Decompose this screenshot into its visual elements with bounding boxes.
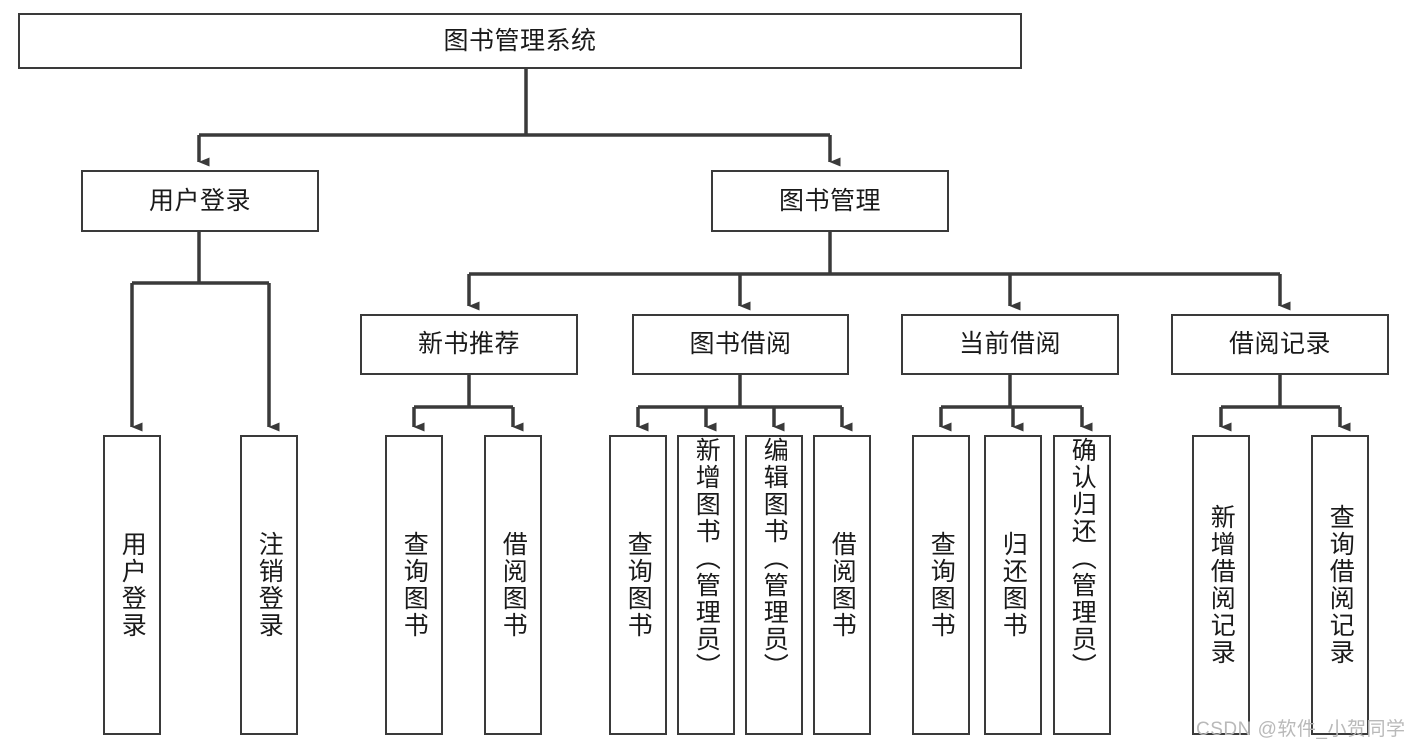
node-leaf-query-book-1[interactable]: 查询图书 <box>385 435 443 735</box>
node-leaf-add-borrow-record-label: 新增借阅记录 <box>1207 504 1236 666</box>
node-new-book-recommend-label: 新书推荐 <box>417 330 520 359</box>
node-leaf-add-book-admin[interactable]: 新增图书（管理员） <box>677 435 735 735</box>
node-leaf-query-book-3-label: 查询图书 <box>927 531 956 639</box>
node-book-borrow[interactable]: 图书借阅 <box>632 314 849 375</box>
node-borrow-record-label: 借阅记录 <box>1228 330 1331 359</box>
watermark: CSDN @软件_小贺同学 <box>1196 719 1405 740</box>
node-leaf-query-book-2-label: 查询图书 <box>624 531 653 639</box>
node-leaf-add-borrow-record[interactable]: 新增借阅记录 <box>1192 435 1250 735</box>
node-current-borrow-label: 当前借阅 <box>958 330 1061 359</box>
node-leaf-query-borrow-record[interactable]: 查询借阅记录 <box>1311 435 1369 735</box>
node-leaf-borrow-book-1[interactable]: 借阅图书 <box>484 435 542 735</box>
node-user-login-label: 用户登录 <box>148 186 251 215</box>
node-leaf-add-book-admin-label: 新增图书（管理员） <box>692 437 721 680</box>
node-leaf-user-login-label: 用户登录 <box>118 531 147 639</box>
node-leaf-logout-login-label: 注销登录 <box>255 531 284 639</box>
node-leaf-borrow-book-2-label: 借阅图书 <box>828 531 857 639</box>
node-leaf-query-borrow-record-label: 查询借阅记录 <box>1326 504 1355 666</box>
node-leaf-query-book-1-label: 查询图书 <box>400 531 429 639</box>
node-user-login[interactable]: 用户登录 <box>81 170 319 232</box>
node-root[interactable]: 图书管理系统 <box>18 13 1022 69</box>
node-leaf-edit-book-admin[interactable]: 编辑图书（管理员） <box>745 435 803 735</box>
node-leaf-confirm-return-admin-label: 确认归还（管理员） <box>1068 437 1097 680</box>
node-borrow-record[interactable]: 借阅记录 <box>1171 314 1389 375</box>
node-leaf-logout-login[interactable]: 注销登录 <box>240 435 298 735</box>
node-book-management-label: 图书管理 <box>778 186 881 215</box>
node-leaf-query-book-3[interactable]: 查询图书 <box>912 435 970 735</box>
node-leaf-query-book-2[interactable]: 查询图书 <box>609 435 667 735</box>
node-leaf-return-book[interactable]: 归还图书 <box>984 435 1042 735</box>
node-leaf-confirm-return-admin[interactable]: 确认归还（管理员） <box>1053 435 1111 735</box>
node-current-borrow[interactable]: 当前借阅 <box>901 314 1119 375</box>
node-leaf-borrow-book-1-label: 借阅图书 <box>499 531 528 639</box>
node-book-borrow-label: 图书借阅 <box>689 330 792 359</box>
node-book-management[interactable]: 图书管理 <box>711 170 949 232</box>
node-leaf-return-book-label: 归还图书 <box>999 531 1028 639</box>
node-new-book-recommend[interactable]: 新书推荐 <box>360 314 578 375</box>
node-leaf-edit-book-admin-label: 编辑图书（管理员） <box>760 437 789 680</box>
node-root-label: 图书管理系统 <box>443 26 597 55</box>
node-leaf-borrow-book-2[interactable]: 借阅图书 <box>813 435 871 735</box>
node-leaf-user-login[interactable]: 用户登录 <box>103 435 161 735</box>
